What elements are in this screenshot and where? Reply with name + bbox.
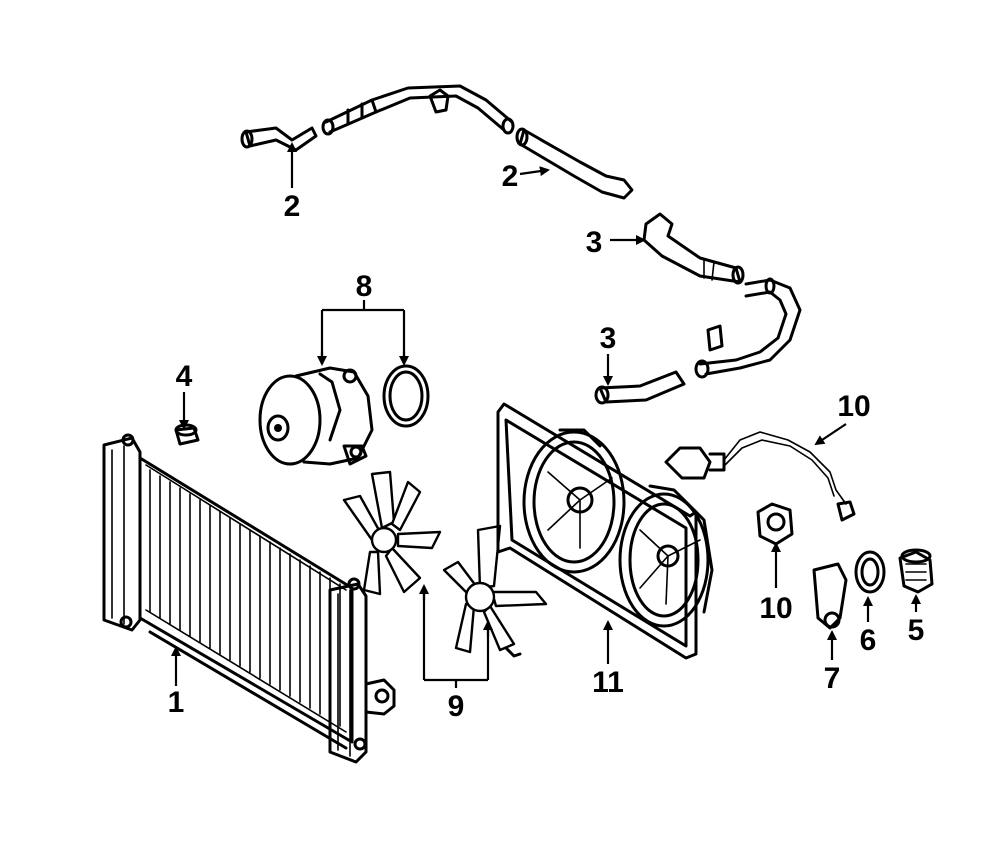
- thermostat-housing-part: [812, 562, 848, 630]
- callout-10-harness: 10: [837, 390, 870, 423]
- pump-gasket-part: [382, 364, 430, 428]
- callout-8: 8: [356, 270, 373, 303]
- lower-hose-upper-part: [642, 212, 745, 285]
- callout-labels: 1 2 2 3 3 4 5 6 7 8 9 10 10 11: [168, 160, 925, 723]
- callout-6: 6: [860, 624, 877, 657]
- radiator-cap-part: [174, 423, 200, 446]
- upper-hose-right-part: [515, 127, 634, 200]
- callout-1: 1: [168, 686, 185, 719]
- callout-9: 9: [448, 690, 465, 723]
- thermostat-part: [898, 548, 934, 594]
- water-pump-part: [258, 366, 374, 466]
- lower-hose-lower-part: [594, 370, 686, 405]
- callout-2-upper-left: 2: [284, 190, 301, 223]
- radiator-part: [102, 433, 396, 764]
- callout-2-upper-right: 2: [502, 160, 519, 193]
- callout-5: 5: [908, 614, 925, 647]
- callout-4: 4: [176, 360, 193, 393]
- callout-7: 7: [824, 662, 841, 695]
- temperature-switch-part: [756, 502, 794, 546]
- fan-switch-harness-part: [664, 431, 856, 522]
- bypass-pipe-part: [321, 84, 515, 136]
- fan-right-part: [442, 524, 548, 658]
- callout-10-switch: 10: [759, 592, 792, 625]
- lower-pipe-part: [694, 277, 802, 379]
- fan-left-part: [342, 470, 442, 596]
- callout-11: 11: [592, 666, 624, 699]
- callout-3-lower: 3: [600, 322, 617, 355]
- upper-hose-left-part: [240, 126, 318, 152]
- fan-shroud-part: [496, 402, 714, 660]
- thermostat-gasket-part: [854, 550, 886, 594]
- callout-3-upper: 3: [586, 226, 603, 259]
- leader-lines: [171, 142, 921, 688]
